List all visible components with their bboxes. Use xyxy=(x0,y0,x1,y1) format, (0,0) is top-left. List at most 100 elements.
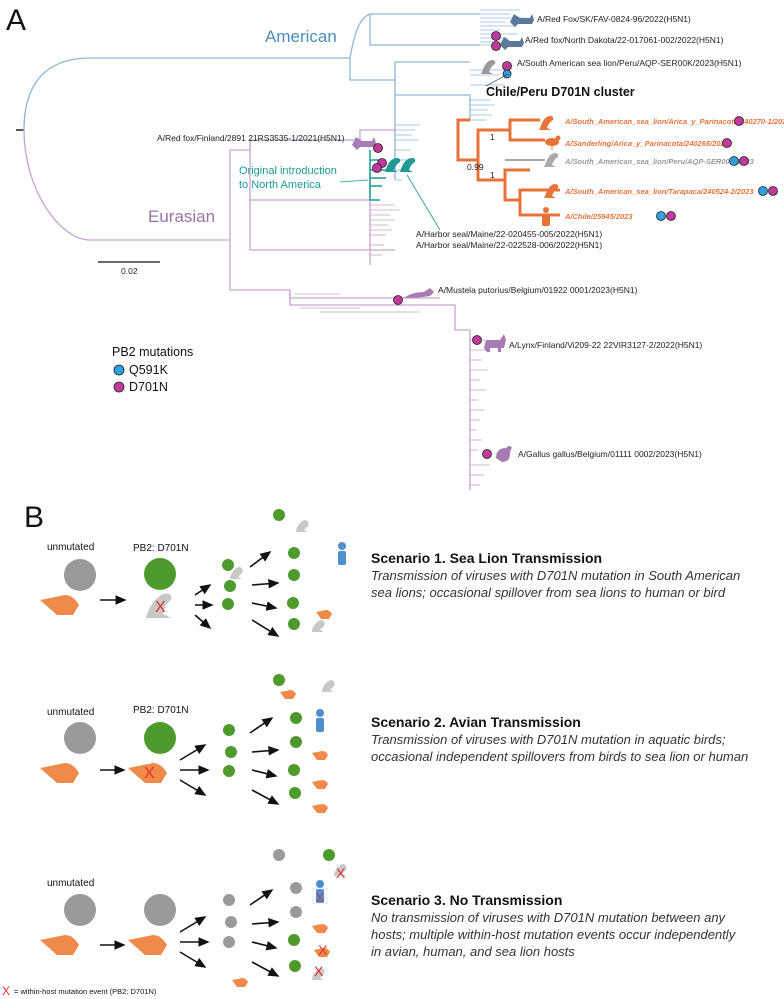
virus-mutated-icon xyxy=(144,558,176,590)
arrow xyxy=(179,916,207,933)
taxon-harbor-seal-2: A/Harbor seal/Maine/22-022528-006/2022(H… xyxy=(416,240,602,250)
d701n-dot xyxy=(482,449,492,459)
scenario-3-desc-2: hosts; multiple within-host mutation eve… xyxy=(371,927,737,942)
cluster-label: Chile/Peru D701N cluster xyxy=(486,85,635,99)
harbor-seal-pointer xyxy=(406,174,441,231)
taxon-red-fox-nd: A/Red fox/North Dakota/22-017061-002/202… xyxy=(525,35,724,45)
arrow xyxy=(251,941,278,951)
eurasian-clade-label: Eurasian xyxy=(148,207,215,226)
american-clade-branches xyxy=(23,13,480,180)
mutation-mark-icon: X xyxy=(155,599,166,616)
taxon-lynx: A/Lynx/Finland/Vi209-22 22VIR3127-2/2022… xyxy=(509,340,702,350)
scenario-1-title: Scenario 1. Sea Lion Transmission xyxy=(371,550,602,566)
fox-icon xyxy=(510,14,534,27)
harbor-seal-icon xyxy=(385,158,416,172)
sea-lion-icon xyxy=(539,116,554,130)
legend-title: PB2 mutations xyxy=(112,345,193,359)
arrow xyxy=(251,578,280,589)
scenario-1-desc-1: Transmission of viruses with D701N mutat… xyxy=(371,568,740,583)
virus-mutated-icon xyxy=(144,722,176,754)
panel-a-letter: A xyxy=(6,4,26,37)
pb2-label: PB2: D701N xyxy=(133,543,189,554)
human-icon xyxy=(338,542,346,550)
scenario-2-desc-2: occasional independent spillovers from b… xyxy=(371,749,748,764)
bird-icon xyxy=(40,763,79,783)
bird-icon xyxy=(40,935,79,955)
sea-lion-tarapaca-icon xyxy=(544,184,559,198)
legend-d701n-swatch xyxy=(113,381,125,393)
mutation-mark-icon: X xyxy=(144,765,155,782)
scenario-2-diagram: unmutated PB2: D701N X xyxy=(40,674,335,813)
arrow xyxy=(194,584,212,596)
arrow xyxy=(179,779,207,796)
taxon-red-fox-finland: A/Red fox/Finland/2891 21RS3535-1/2021(H… xyxy=(157,133,345,143)
arrow xyxy=(251,769,278,779)
scenario-1-desc-2: sea lions; occasional spillover from sea… xyxy=(371,585,726,600)
panel-b-letter: B xyxy=(24,501,44,534)
mutation-mark-legend-icon: X xyxy=(2,984,10,998)
scenario-3-desc-1: No transmission of viruses with D701N mu… xyxy=(371,910,727,925)
arrow xyxy=(249,551,272,568)
svg-text:X: X xyxy=(318,942,328,958)
unmutated-label: unmutated xyxy=(47,878,94,889)
cluster-pointer-line xyxy=(485,73,509,87)
original-intro-label-2: to North America xyxy=(239,179,322,191)
bird-icon xyxy=(128,935,167,955)
cluster-taxon-5: A/Chile/25945/2023 xyxy=(564,212,633,221)
ferret-icon xyxy=(404,288,434,298)
d701n-dot xyxy=(666,211,676,221)
virus-unmutated-icon xyxy=(64,722,96,754)
fox-icon xyxy=(352,137,376,150)
unmutated-label: unmutated xyxy=(47,542,94,553)
bird-icon xyxy=(40,595,79,615)
arrow xyxy=(249,889,274,906)
sea-lion-gray-icon xyxy=(544,153,559,167)
virus-unmutated-icon xyxy=(64,559,96,591)
q591k-dot xyxy=(502,69,512,79)
north-america-intro-branches xyxy=(369,150,390,201)
scenario-1-diagram: unmutated PB2: D701N X xyxy=(40,509,346,637)
d701n-dot xyxy=(768,186,778,196)
scenario-3-title: Scenario 3. No Transmission xyxy=(371,892,562,908)
d701n-dot xyxy=(722,138,732,148)
arrow xyxy=(249,717,274,734)
scale-bar-label: 0.02 xyxy=(121,266,138,276)
scenario-3-diagram: unmutated X X X X xyxy=(40,849,347,987)
sanderling-icon xyxy=(545,135,561,150)
cluster-taxon-1: A/South_American_sea_lion/Arica_y_Parina… xyxy=(564,117,784,126)
eurasian-clade-tips xyxy=(295,204,490,486)
sea-lion-icon xyxy=(145,593,172,620)
unmutated-label: unmutated xyxy=(47,707,94,718)
d701n-dot xyxy=(739,156,749,166)
d701n-dot xyxy=(393,295,403,305)
svg-text:X: X xyxy=(316,891,324,905)
chile-peru-cluster-branches xyxy=(456,118,560,217)
d701n-dot xyxy=(502,61,512,71)
d701n-dot xyxy=(491,31,501,41)
footnote: = within-host mutation event (PB2: D701N… xyxy=(14,987,157,996)
human-icon xyxy=(542,207,550,226)
arrow xyxy=(179,744,207,761)
taxon-sea-lion-peru: A/South American sea lion/Peru/AQP-SER00… xyxy=(517,58,742,68)
bird-icon xyxy=(128,763,167,783)
arrow xyxy=(251,789,280,805)
legend-q591k-swatch xyxy=(113,364,125,376)
cluster-taxon-3: A/South_American_sea_lion/Peru/AQP-SER00… xyxy=(564,157,755,166)
cluster-taxon-2: A/Sanderling/Arica_y_Parinacota/240265/2… xyxy=(564,139,730,148)
virus-unmutated-icon xyxy=(64,894,96,926)
d701n-dot xyxy=(373,143,383,153)
arrow xyxy=(251,961,280,977)
bootstrap-099: 0.99 xyxy=(467,162,484,172)
d701n-dot xyxy=(372,163,382,173)
fox-icon xyxy=(500,37,524,50)
scenario-3-desc-3: in avian, human, and sea lion hosts xyxy=(371,944,575,959)
eurasian-clade-branches xyxy=(23,129,471,490)
d701n-dot xyxy=(472,335,482,345)
chicken-icon xyxy=(496,446,512,462)
bootstrap-1b: 1 xyxy=(490,170,495,180)
american-clade-label: American xyxy=(265,27,337,46)
q591k-dot xyxy=(729,156,739,166)
q591k-dot xyxy=(656,211,666,221)
pb2-label: PB2: D701N xyxy=(133,705,189,716)
